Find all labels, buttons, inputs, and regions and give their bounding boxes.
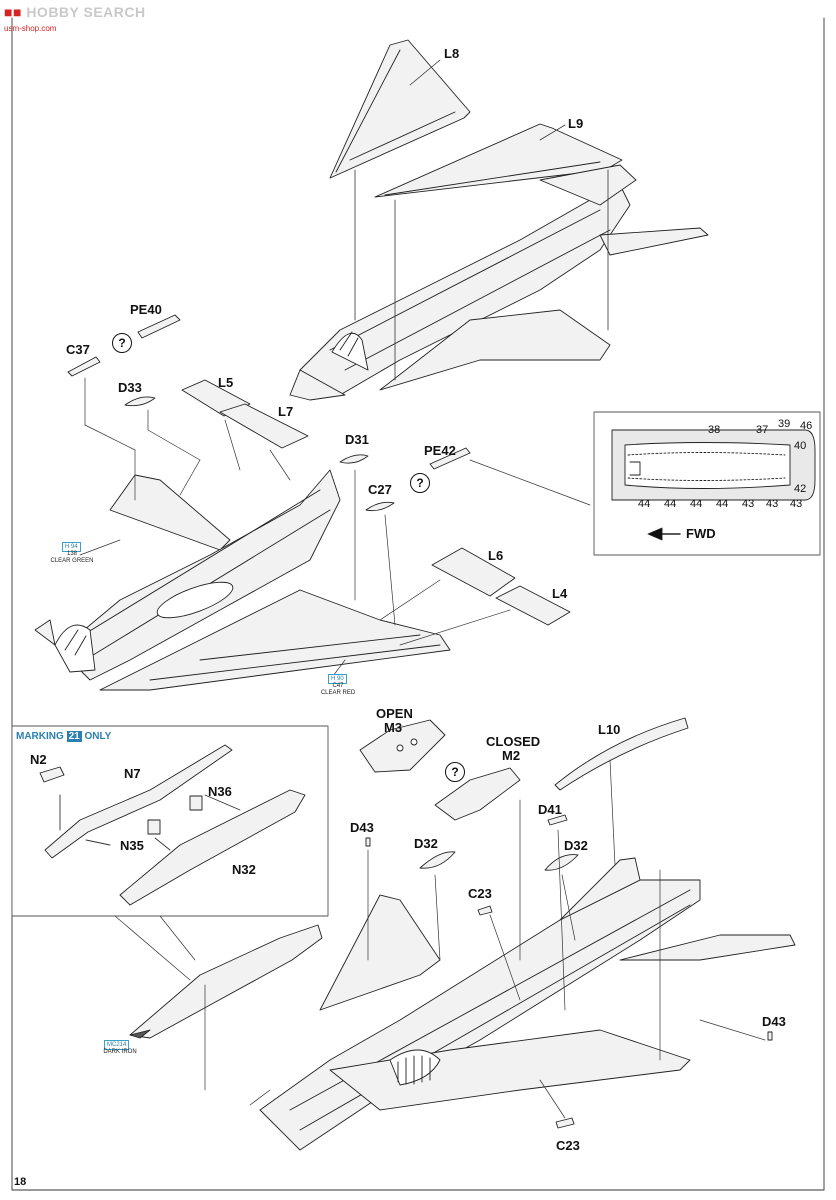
label-c37: C37 [66, 342, 90, 357]
marking-title-number: 21 [66, 731, 82, 742]
marking-title: MARKING 21 ONLY [16, 731, 111, 742]
paint-code-green: H 94 [62, 542, 81, 552]
pe-number-43: 43 [766, 498, 779, 510]
label-c27: C27 [368, 482, 392, 497]
label-l4: L4 [552, 586, 568, 601]
label-n7: N7 [124, 766, 141, 781]
pe-number-43: 43 [790, 498, 803, 510]
paint-name-red: CLEAR RED [320, 690, 356, 696]
label-n32: N32 [232, 862, 256, 877]
label-l6: L6 [488, 548, 504, 563]
label-c23-top: C23 [468, 886, 492, 901]
label-m3: M3 [384, 720, 403, 735]
label-l8: L8 [444, 46, 460, 61]
fwd-label: FWD [686, 526, 716, 541]
label-l7: L7 [278, 404, 294, 419]
bottom-aircraft [259, 717, 796, 1151]
pe-number-44: 44 [664, 498, 677, 510]
pe-number-43: 43 [742, 498, 755, 510]
marking-21-box [11, 725, 329, 917]
question-mark-icon: ? [445, 762, 465, 782]
pe-number-37: 37 [756, 424, 769, 436]
marking-title-prefix: MARKING [16, 731, 64, 742]
label-l9: L9 [568, 116, 584, 131]
label-d31: D31 [345, 432, 369, 447]
label-l10: L10 [598, 722, 621, 737]
pe-number-44: 44 [690, 498, 703, 510]
watermark-text: HOBBY SEARCH [26, 4, 146, 20]
page-number: 18 [14, 1176, 27, 1188]
marking-title-suffix: ONLY [84, 731, 112, 742]
pe-number-39: 39 [778, 418, 791, 430]
watermark-url: usm-shop.com [4, 24, 57, 33]
label-pe42: PE42 [424, 443, 456, 458]
middle-aircraft [34, 469, 451, 691]
label-open: OPEN [376, 706, 413, 721]
pe-number-42: 42 [794, 483, 807, 495]
label-d43-right: D43 [762, 1014, 786, 1029]
pe-inset-frame [593, 411, 821, 556]
label-l5: L5 [218, 375, 234, 390]
label-closed: CLOSED [486, 734, 541, 749]
paint-number-green: 138 [66, 551, 77, 557]
label-d32-right: D32 [564, 838, 588, 853]
pe-number-38: 38 [708, 424, 721, 436]
paint-code-red: H 90 [328, 674, 347, 684]
watermark-brand: ■■ HOBBY SEARCH [4, 4, 146, 20]
label-d32-left: D32 [414, 836, 438, 851]
label-m2: M2 [502, 748, 521, 763]
label-d41: D41 [538, 802, 562, 817]
pod-n32 [129, 924, 323, 1039]
label-n2: N2 [30, 752, 47, 767]
pe-number-46: 46 [800, 420, 813, 432]
pe-number-44: 44 [638, 498, 651, 510]
label-pe40: PE40 [130, 302, 162, 317]
pe-number-44: 44 [716, 498, 729, 510]
pe-number-40: 40 [794, 440, 807, 452]
paint-name-iron: DARK IRON [103, 1049, 137, 1055]
question-mark-icon: ? [410, 473, 430, 493]
top-aircraft [289, 39, 709, 401]
question-mark-icon: ? [112, 333, 132, 353]
label-n35: N35 [120, 838, 144, 853]
paint-number-red: C47 [332, 683, 344, 689]
label-c23-bottom: C23 [556, 1138, 580, 1153]
paint-name-green: CLEAR GREEN [50, 558, 94, 564]
label-d43-top: D43 [350, 820, 374, 835]
label-d33: D33 [118, 380, 142, 395]
paint-code-iron: MC214 [104, 1040, 130, 1050]
label-n36: N36 [208, 784, 232, 799]
